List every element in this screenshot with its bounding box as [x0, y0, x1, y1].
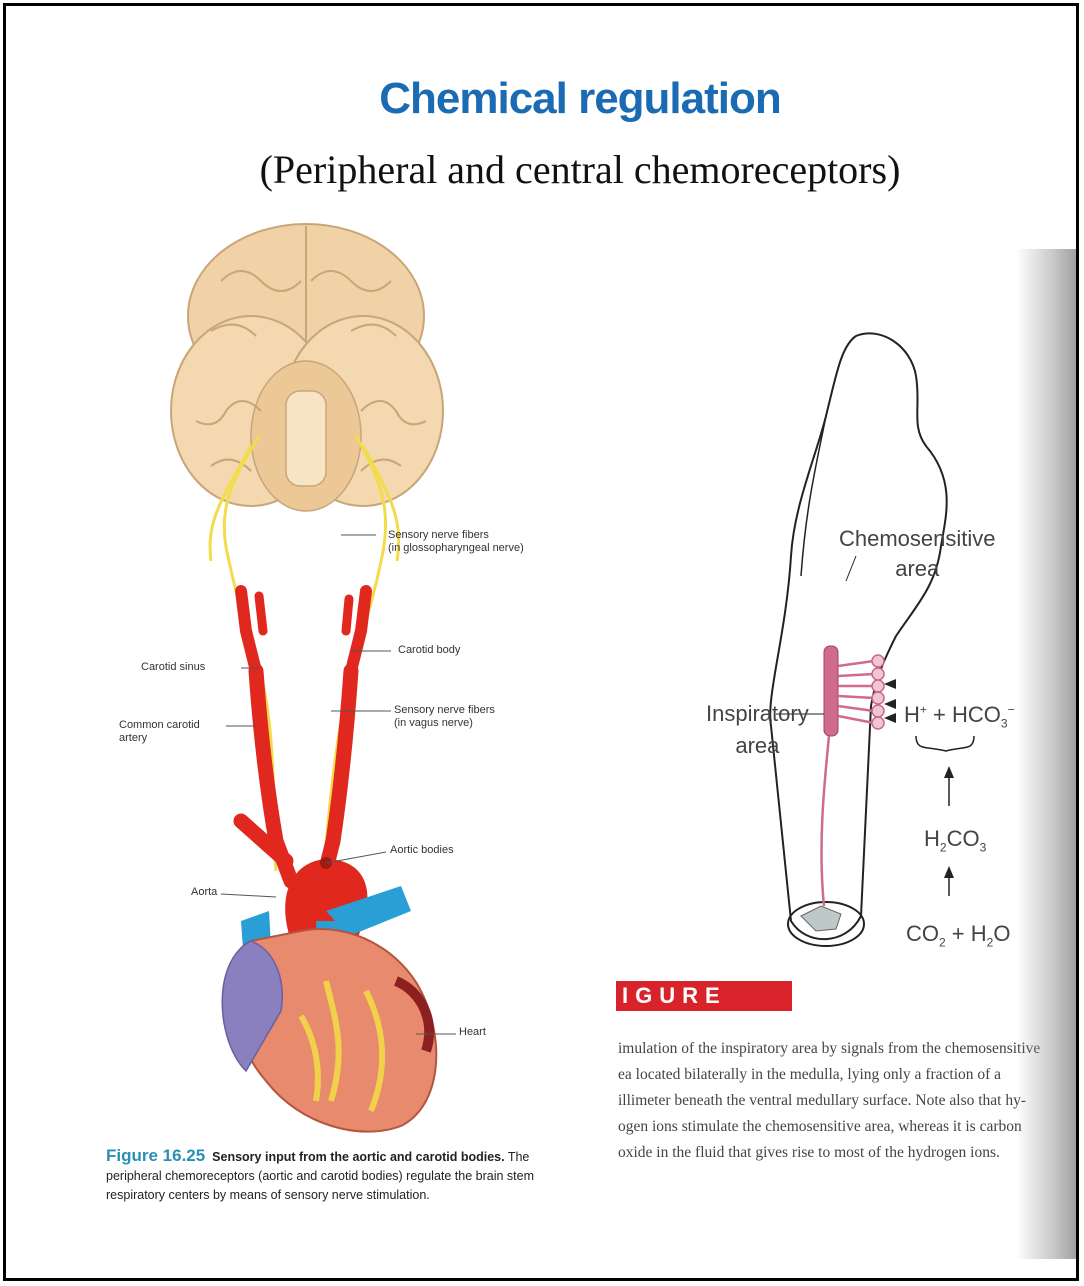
slide-title: Chemical regulation — [6, 74, 1079, 124]
label-aorta: Aorta — [191, 886, 217, 899]
label-h2co3: H2CO3 — [924, 826, 986, 854]
label-chemosensitive-area: Chemosensitive area — [839, 524, 996, 584]
ion-arrows — [884, 679, 896, 723]
peripheral-chemoreceptor-illustration — [101, 221, 581, 1141]
right-figure-caption: imulation of the inspiratory area by sig… — [618, 1036, 1079, 1166]
inspiratory-area — [824, 646, 838, 736]
figure-number: Figure 16.25 — [106, 1146, 205, 1165]
caption-line: imulation of the inspiratory area by sig… — [618, 1036, 1079, 1062]
caption-line: illimeter beneath the ventral medullary … — [618, 1088, 1079, 1114]
brainstem-outline — [770, 333, 946, 939]
left-figure-caption: Figure 16.25 Sensory input from the aort… — [106, 1146, 576, 1205]
label-carotid-sinus: Carotid sinus — [141, 661, 205, 674]
label-heart: Heart — [459, 1026, 486, 1039]
heart-illustration — [222, 929, 436, 1132]
brain-illustration — [171, 224, 443, 511]
label-h-hco3: H+ + HCO3− — [904, 702, 1015, 730]
label-inspiratory-area: Inspiratory area — [706, 698, 809, 762]
label-common-carotid: Common carotid artery — [119, 719, 200, 745]
label-sensory-glosso: Sensory nerve fibers (in glossopharyngea… — [388, 529, 524, 555]
caption-line: ogen ions stimulate the chemosensitive a… — [618, 1114, 1079, 1140]
caption-line: ea located bilaterally in the medulla, l… — [618, 1062, 1079, 1088]
label-co2-h2o: CO2 + H2O — [906, 921, 1010, 949]
medulla-diagram — [696, 306, 1026, 966]
slide-frame: Chemical regulation (Peripheral and cent… — [3, 3, 1079, 1281]
label-sensory-vagus: Sensory nerve fibers (in vagus nerve) — [394, 704, 495, 730]
caption-line: oxide in the fluid that gives rise to mo… — [618, 1140, 1079, 1166]
figure-caption-bold: Sensory input from the aortic and caroti… — [212, 1150, 504, 1164]
figure-41-2-badge: IGURE 41-2 — [616, 981, 792, 1011]
slide-subtitle: (Peripheral and central chemoreceptors) — [6, 146, 1079, 193]
carotid-arteries — [241, 591, 366, 881]
page-edge-shadow — [1016, 249, 1076, 1259]
label-carotid-body: Carotid body — [398, 644, 460, 657]
label-aortic-bodies: Aortic bodies — [390, 844, 454, 857]
